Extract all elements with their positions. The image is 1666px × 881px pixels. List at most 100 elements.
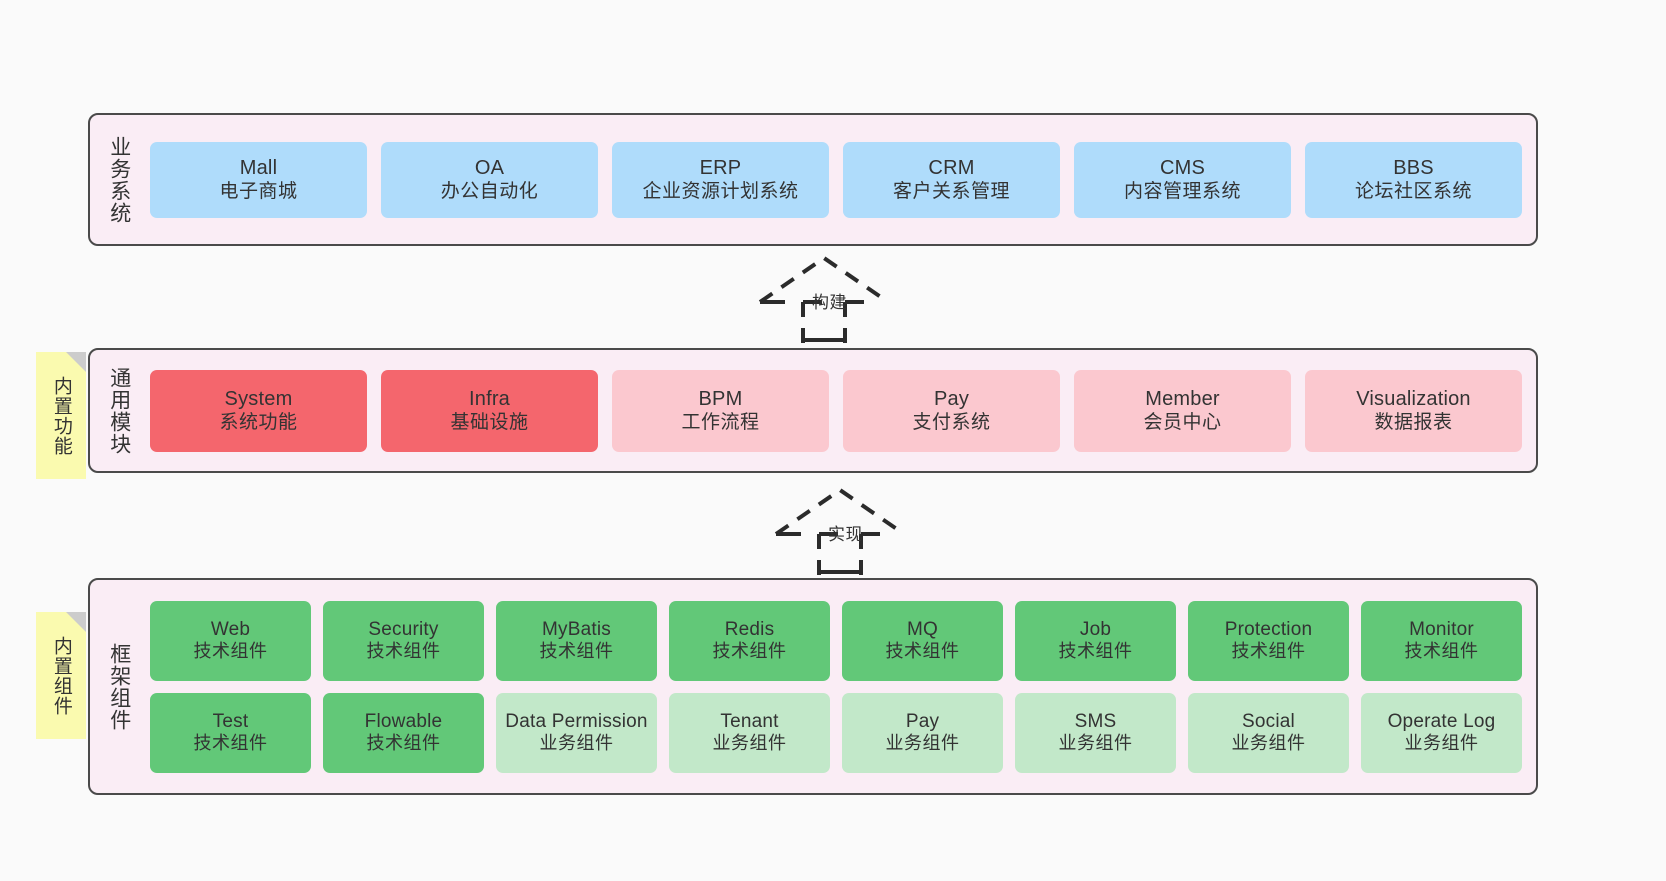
card-en-label: Monitor [1409,618,1474,640]
framework-card-pay[interactable]: Pay 业务组件 [842,692,1003,773]
framework-card-flowable[interactable]: Flowable 技术组件 [323,692,484,773]
card-cn-label: 系统功能 [219,412,298,434]
framework-card-protection[interactable]: Protection 技术组件 [1188,600,1349,681]
card-en-label: Pay [933,387,970,410]
framework-row-business: Test 技术组件 Flowable 技术组件 Data Permission … [150,692,1522,773]
card-en-label: System [224,387,293,410]
framework-card-monitor[interactable]: Monitor 技术组件 [1361,600,1522,681]
connector-implement-arrow: 实现 [756,484,956,576]
card-en-label: Infra [468,387,511,410]
card-cn-label: 技术组件 [1231,641,1306,662]
card-cn-label: 数据报表 [1374,412,1453,434]
card-cn-label: 企业资源计划系统 [642,181,799,203]
layer-framework-items: Web 技术组件 Security 技术组件 MyBatis 技术组件 Redi… [142,580,1536,793]
card-en-label: Web [210,618,251,640]
card-en-label: MQ [906,618,938,640]
business-card-erp[interactable]: ERP 企业资源计划系统 [612,141,829,218]
card-en-label: Data Permission [505,710,648,732]
card-cn-label: 论坛社区系统 [1354,181,1472,203]
card-cn-label: 技术组件 [539,641,614,662]
card-en-label: CMS [1159,156,1206,179]
connector-implement-label: 实现 [828,525,863,544]
card-en-label: BBS [1393,156,1434,179]
card-en-label: CRM [928,156,975,179]
connector-build-label: 构建 [812,293,847,312]
dashed-hollow-arrow-icon [758,255,890,344]
module-card-member[interactable]: Member 会员中心 [1074,369,1291,452]
layer-common-modules: 通用模块 System 系统功能 Infra 基础设施 BPM 工作流程 Pay… [88,348,1538,473]
card-en-label: Redis [724,618,775,640]
card-cn-label: 基础设施 [450,412,529,434]
framework-row-tech: Web 技术组件 Security 技术组件 MyBatis 技术组件 Redi… [150,600,1522,681]
card-cn-label: 支付系统 [912,412,991,434]
module-card-pay[interactable]: Pay 支付系统 [843,369,1060,452]
module-card-bpm[interactable]: BPM 工作流程 [612,369,829,452]
card-en-label: Protection [1224,618,1313,640]
card-cn-label: 业务组件 [1058,733,1133,754]
note-builtin-feature: 内置功能 [36,352,86,479]
note-builtin-component: 内置组件 [36,612,86,739]
note-fold-corner-icon [66,612,86,632]
framework-card-redis[interactable]: Redis 技术组件 [669,600,830,681]
layer-business-systems: 业务系统 Mall 电子商城 OA 办公自动化 ERP 企业资源计划系统 CRM… [88,113,1538,246]
card-en-label: Job [1079,618,1112,640]
note-fold-corner-icon [66,352,86,372]
framework-card-operate-log[interactable]: Operate Log 业务组件 [1361,692,1522,773]
layer-business-title: 业务系统 [107,135,131,224]
card-en-label: Flowable [364,710,443,732]
card-cn-label: 业务组件 [712,733,787,754]
card-cn-label: 工作流程 [681,412,760,434]
card-cn-label: 技术组件 [193,641,268,662]
card-en-label: Social [1242,710,1295,732]
dashed-hollow-arrow-icon [774,487,906,576]
layer-module-title: 通用模块 [107,366,131,455]
card-cn-label: 业务组件 [539,733,614,754]
card-cn-label: 会员中心 [1143,412,1222,434]
card-en-label: Pay [905,710,940,732]
layer-framework-title: 框架组件 [107,642,131,731]
layer-module-items: System 系统功能 Infra 基础设施 BPM 工作流程 Pay 支付系统… [142,350,1536,471]
card-cn-label: 技术组件 [366,641,441,662]
framework-card-job[interactable]: Job 技术组件 [1015,600,1176,681]
business-card-crm[interactable]: CRM 客户关系管理 [843,141,1060,218]
framework-card-data-permission[interactable]: Data Permission 业务组件 [496,692,657,773]
framework-card-mq[interactable]: MQ 技术组件 [842,600,1003,681]
module-card-system[interactable]: System 系统功能 [150,369,367,452]
card-cn-label: 技术组件 [885,641,960,662]
business-card-mall[interactable]: Mall 电子商城 [150,141,367,218]
business-card-cms[interactable]: CMS 内容管理系统 [1074,141,1291,218]
card-cn-label: 技术组件 [1058,641,1133,662]
card-cn-label: 技术组件 [712,641,787,662]
card-cn-label: 客户关系管理 [892,181,1010,203]
layer-business-items: Mall 电子商城 OA 办公自动化 ERP 企业资源计划系统 CRM 客户关系… [142,115,1536,244]
card-en-label: MyBatis [542,618,611,640]
card-en-label: Operate Log [1387,710,1496,732]
framework-card-web[interactable]: Web 技术组件 [150,600,311,681]
note-label: 内置组件 [50,635,72,716]
card-en-label: ERP [699,156,742,179]
card-cn-label: 办公自动化 [440,181,539,203]
module-card-infra[interactable]: Infra 基础设施 [381,369,598,452]
framework-card-security[interactable]: Security 技术组件 [323,600,484,681]
business-card-bbs[interactable]: BBS 论坛社区系统 [1305,141,1522,218]
framework-card-mybatis[interactable]: MyBatis 技术组件 [496,600,657,681]
framework-card-sms[interactable]: SMS 业务组件 [1015,692,1176,773]
framework-card-social[interactable]: Social 业务组件 [1188,692,1349,773]
card-cn-label: 业务组件 [1231,733,1306,754]
card-en-label: Member [1145,387,1220,410]
card-cn-label: 电子商城 [219,181,298,203]
business-card-oa[interactable]: OA 办公自动化 [381,141,598,218]
module-card-visualization[interactable]: Visualization 数据报表 [1305,369,1522,452]
card-en-label: Test [212,710,249,732]
card-en-label: Mall [239,156,278,179]
card-en-label: BPM [698,387,743,410]
card-cn-label: 技术组件 [366,733,441,754]
card-cn-label: 技术组件 [1404,641,1479,662]
card-en-label: SMS [1074,710,1117,732]
card-cn-label: 内容管理系统 [1123,181,1241,203]
framework-card-tenant[interactable]: Tenant 业务组件 [669,692,830,773]
framework-card-test[interactable]: Test 技术组件 [150,692,311,773]
card-cn-label: 业务组件 [885,733,960,754]
note-label: 内置功能 [50,375,72,456]
connector-build-arrow: 构建 [740,252,940,344]
